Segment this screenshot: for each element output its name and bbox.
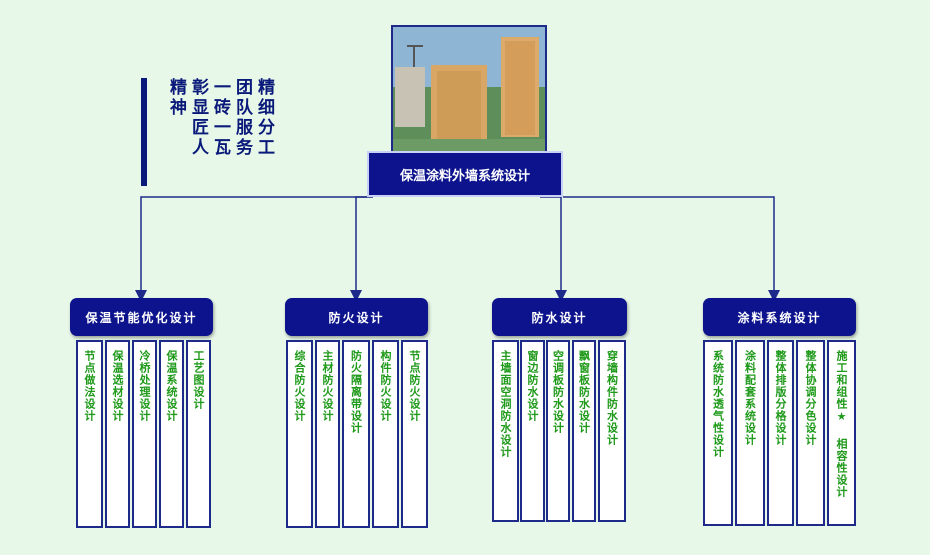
leaf-item: 穿墙构件防水设计: [598, 340, 626, 522]
leaf-label: 整体协调分色设计: [804, 350, 817, 524]
leaf-label: 综合防火设计: [293, 350, 306, 526]
leaf-label: 系统防水透气性设计: [712, 350, 725, 524]
leaf-item: 飘窗板防水设计: [572, 340, 596, 522]
leaf-label: 窗边防水设计: [526, 350, 539, 520]
leaf-label: 整体排版分格设计: [774, 350, 787, 524]
leaf-label: 防火隔离带设计: [350, 350, 363, 526]
category-coating: 涂料系统设计: [703, 298, 856, 336]
leaf-item: 整体协调分色设计: [796, 340, 825, 526]
leaf-item: 主材防火设计: [315, 340, 340, 528]
category-label: 防火设计: [328, 309, 384, 326]
connector-fire: [356, 197, 373, 296]
building-photo: [391, 25, 547, 157]
leaf-item: 主墙面空洞防水设计: [492, 340, 519, 522]
leaf-item: 节点防火设计: [401, 340, 428, 528]
root-label: 保温涂料外墙系统设计: [400, 165, 530, 184]
category-label: 保温节能优化设计: [85, 309, 197, 326]
leaf-label: 主材防火设计: [321, 350, 334, 526]
leaf-item: 涂料配套系统设计: [735, 340, 765, 526]
slogan-block: 精细分工 团队服务 一砖一瓦 彰显匠人 精神: [141, 78, 267, 186]
slogan-text: 精细分工 团队服务 一砖一瓦 彰显匠人 精神: [165, 78, 275, 186]
leaf-label: 保温系统设计: [165, 350, 178, 526]
category-label: 防水设计: [531, 309, 587, 326]
leaf-item: 工艺图设计: [186, 340, 211, 528]
leaf-item: 施工和组性★ 相容性设计: [827, 340, 856, 526]
leaf-item: 系统防水透气性设计: [703, 340, 733, 526]
leaf-item: 整体排版分格设计: [767, 340, 794, 526]
connector-water: [540, 197, 561, 296]
category-insulation: 保温节能优化设计: [70, 298, 213, 336]
leaf-label: 穿墙构件防水设计: [606, 350, 619, 520]
leaf-label: 飘窗板防水设计: [578, 350, 591, 520]
leaf-label: 保温选材设计: [111, 350, 124, 526]
leaf-item: 节点做法设计: [76, 340, 103, 528]
leaf-label: 工艺图设计: [192, 350, 205, 526]
root-node: 保温涂料外墙系统设计: [367, 151, 563, 197]
leaf-item: 保温选材设计: [105, 340, 130, 528]
leaf-label: 冷桥处理设计: [138, 350, 151, 526]
leaf-label: 施工和组性★ 相容性设计: [835, 350, 848, 524]
leaf-item: 综合防火设计: [286, 340, 313, 528]
leaf-label: 节点做法设计: [83, 350, 96, 526]
connector-right: [563, 197, 774, 296]
leaf-label: 节点防火设计: [408, 350, 421, 526]
leaf-item: 保温系统设计: [159, 340, 184, 528]
leaf-label: 主墙面空洞防水设计: [499, 350, 512, 520]
leaf-item: 防火隔离带设计: [342, 340, 370, 528]
leaf-item: 空调板防水设计: [546, 340, 570, 522]
leaf-item: 窗边防水设计: [520, 340, 545, 522]
leaf-item: 构件防火设计: [372, 340, 399, 528]
leaf-label: 构件防火设计: [379, 350, 392, 526]
connector-left: [141, 197, 367, 296]
leaf-item: 冷桥处理设计: [132, 340, 157, 528]
category-fire: 防火设计: [285, 298, 428, 336]
category-water: 防水设计: [492, 298, 627, 336]
leaf-label: 空调板防水设计: [552, 350, 565, 520]
category-label: 涂料系统设计: [737, 309, 821, 326]
leaf-label: 涂料配套系统设计: [744, 350, 757, 524]
